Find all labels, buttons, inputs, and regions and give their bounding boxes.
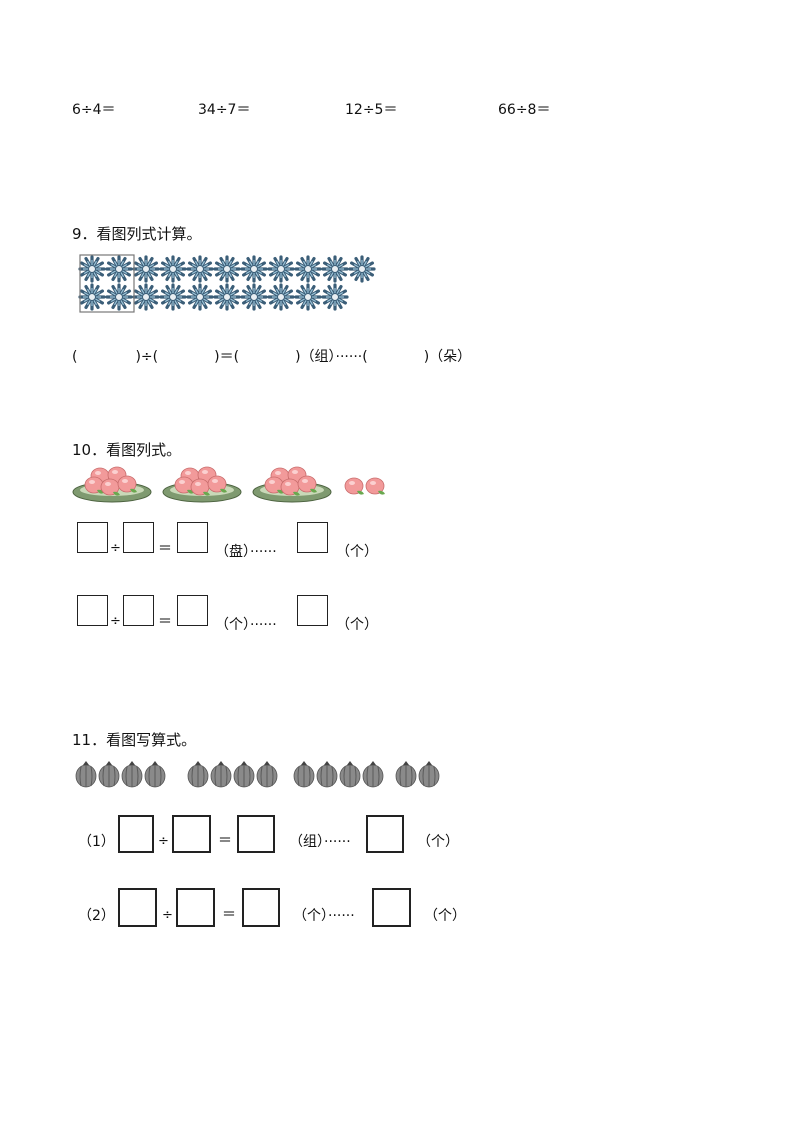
answer-box-10-2-b[interactable] [123, 595, 154, 626]
fruit-icon [187, 761, 209, 788]
answer-box-10-2-a[interactable] [77, 595, 108, 626]
flower-icon [78, 283, 106, 311]
answer-box-10-2-d[interactable] [297, 595, 328, 626]
peach-set [72, 466, 385, 503]
peach-icon [297, 475, 317, 493]
flower-icon [78, 255, 106, 283]
fruit-icon [75, 761, 97, 788]
flower-icon [348, 255, 376, 283]
flower-icon [240, 283, 268, 311]
flower-icon [267, 255, 295, 283]
answer-box-11-2-a[interactable] [118, 888, 157, 927]
div-sign: ÷ [110, 541, 121, 556]
flower-icon [132, 255, 160, 283]
peach-icon [344, 477, 364, 495]
unit-plate: （盘）······ [215, 544, 277, 560]
unit-piece-1: （个）······ [215, 617, 277, 633]
unit-piece-1: （个）······ [293, 908, 355, 924]
unit-piece-2: （个） [336, 617, 378, 633]
expr-div: )÷( [135, 349, 159, 365]
eq-sign: ＝ [158, 541, 172, 557]
fruit-icon [293, 761, 315, 788]
fruit-icon [210, 761, 232, 788]
flower-icon [213, 283, 241, 311]
division-item-2: 34÷7＝ [198, 102, 251, 118]
division-item-4: 66÷8＝ [498, 102, 551, 118]
answer-box-11-1-c[interactable] [237, 815, 275, 853]
flower-icon [159, 255, 187, 283]
flower-icon [213, 255, 241, 283]
flower-icon [105, 283, 133, 311]
flower-icon [186, 255, 214, 283]
eq-sign: ＝ [222, 907, 236, 923]
fruit-set [75, 761, 440, 788]
flower-icon [267, 283, 295, 311]
flower-icon [186, 283, 214, 311]
div-sign: ÷ [158, 834, 169, 849]
peach-icon [84, 476, 104, 494]
answer-box-10-1-d[interactable] [297, 522, 328, 553]
eq-sign: ＝ [158, 614, 172, 630]
fruit-icon [339, 761, 361, 788]
answer-box-11-1-a[interactable] [118, 815, 154, 853]
flower-icon [294, 283, 322, 311]
sub-label-2: （2） [78, 908, 115, 924]
div-sign: ÷ [162, 908, 173, 923]
problem-10-title: 10．看图列式。 [72, 441, 182, 459]
flower-icon [321, 283, 349, 311]
answer-box-10-1-b[interactable] [123, 522, 154, 553]
fruit-icon [316, 761, 338, 788]
fruit-icon [256, 761, 278, 788]
fruit-icon [121, 761, 143, 788]
flower-icon [132, 283, 160, 311]
division-item-3: 12÷5＝ [345, 102, 398, 118]
fruit-icon [362, 761, 384, 788]
flower-icon [294, 255, 322, 283]
answer-box-11-2-d[interactable] [372, 888, 411, 927]
flower-icon [105, 255, 133, 283]
expr-open: ( [72, 349, 78, 365]
fruit-icon [144, 761, 166, 788]
fruit-icon [233, 761, 255, 788]
unit-piece: （个） [417, 834, 459, 850]
sub-label-1: （1） [78, 834, 115, 850]
peach-icon [207, 475, 227, 493]
flower-icon [321, 255, 349, 283]
peach-icon [174, 476, 194, 494]
fruit-icon [98, 761, 120, 788]
answer-box-10-1-c[interactable] [177, 522, 208, 553]
peach-illustration [72, 462, 402, 508]
answer-box-11-1-b[interactable] [172, 815, 211, 853]
unit-group: （组）······ [289, 834, 351, 850]
peach-icon [365, 477, 385, 495]
fruit-icon [418, 761, 440, 788]
flower-set [78, 254, 376, 313]
answer-box-10-2-c[interactable] [177, 595, 208, 626]
unit-piece: （个） [336, 544, 378, 560]
answer-box-11-1-d[interactable] [366, 815, 404, 853]
div-sign: ÷ [110, 614, 121, 629]
division-item-1: 6÷4＝ [72, 102, 116, 118]
fruit-icon [395, 761, 417, 788]
answer-box-11-2-c[interactable] [242, 888, 280, 927]
peach-icon [280, 478, 300, 496]
eq-sign: ＝ [218, 833, 232, 849]
answer-box-10-1-a[interactable] [77, 522, 108, 553]
peach-icon [117, 475, 137, 493]
fruit-illustration [75, 758, 456, 792]
flower-icon [159, 283, 187, 311]
problem-9-expression: ( )÷( )＝( )（组）······( )（朵） [72, 346, 471, 366]
expr-unit-flower: )（朵） [423, 349, 472, 365]
problem-9-title: 9．看图列式计算。 [72, 225, 202, 243]
problem-11-title: 11．看图写算式。 [72, 731, 197, 749]
flower-illustration [78, 254, 378, 314]
unit-piece-2: （个） [424, 908, 466, 924]
expr-unit-group: )（组）······( [295, 349, 368, 365]
group-frame [79, 254, 135, 313]
flower-icon [240, 255, 268, 283]
expr-eq: )＝( [214, 349, 240, 365]
answer-box-11-2-b[interactable] [176, 888, 215, 927]
